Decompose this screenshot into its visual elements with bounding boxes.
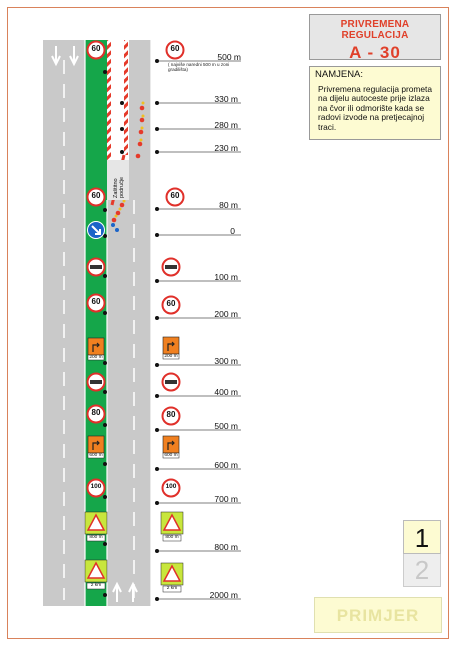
purpose-heading: NAMJENA: xyxy=(315,69,364,80)
distance-plate: 2 km xyxy=(166,586,178,591)
roadside-signs xyxy=(160,40,185,593)
title-box: PRIVREMENA REGULACIJA A - 30 xyxy=(309,14,441,62)
worksite-label: Gradilište xyxy=(111,108,118,136)
barrier-right xyxy=(124,40,128,155)
barrier-left xyxy=(107,40,111,200)
protective-zone-label: Zaštitno područje xyxy=(113,176,125,198)
distance-label: 230 m xyxy=(214,143,238,153)
distance-label: 0 xyxy=(230,226,235,236)
distance-label: 500 m xyxy=(217,52,241,62)
distance-label: 330 m xyxy=(214,94,238,104)
distance-plate: 800 m xyxy=(89,535,103,540)
sign-number: 60 xyxy=(91,44,101,53)
distance-dots xyxy=(155,59,159,601)
distance-label: 300 m xyxy=(214,356,238,366)
distance-label: 700 m xyxy=(214,494,238,504)
distance-label: 100 m xyxy=(214,272,238,282)
direction-arrows-top xyxy=(51,46,79,67)
example-label: PRIMJER xyxy=(314,597,442,633)
distance-plate: 800 m xyxy=(165,535,179,540)
distance-plate: 600 m xyxy=(164,453,178,458)
lane-markings xyxy=(63,60,135,600)
sign-number: 60 xyxy=(170,191,180,200)
sign-number: 100 xyxy=(90,483,102,490)
closed-lane xyxy=(85,40,107,606)
distance-plate: 200 m xyxy=(89,355,103,360)
sign-number: 60 xyxy=(91,191,101,200)
distance-label: 2000 m xyxy=(209,590,238,600)
traffic-cones xyxy=(111,105,145,223)
distance-plate: 200 m xyxy=(164,354,178,359)
sign-number: 80 xyxy=(166,410,176,419)
page-selector: 1 2 xyxy=(403,520,441,588)
purpose-box: NAMJENA: Privremena regulacija prometa n… xyxy=(309,66,441,140)
distance-lines xyxy=(158,60,241,600)
sign-number: 60 xyxy=(166,299,176,308)
lane-signs xyxy=(84,40,108,590)
page-frame xyxy=(7,7,449,639)
distance-plate: 600 m xyxy=(89,453,103,458)
sign-number: 60 xyxy=(170,44,180,53)
title-heading: PRIVREMENA REGULACIJA xyxy=(340,19,410,41)
zone-note: ( najviše naredni 500 m u zoni gradilišt… xyxy=(168,62,230,73)
page-2[interactable]: 2 xyxy=(403,554,441,587)
sign-number: 100 xyxy=(165,483,177,490)
sign-number: 80 xyxy=(91,408,101,417)
page-1[interactable]: 1 xyxy=(403,520,441,554)
distance-label: 80 m xyxy=(219,200,238,210)
distance-label: 800 m xyxy=(214,542,238,552)
title-code: A - 30 xyxy=(349,43,401,62)
distance-label: 200 m xyxy=(214,309,238,319)
distance-plate: 2 km xyxy=(90,583,102,588)
position-dots-road xyxy=(103,70,124,597)
distance-label: 280 m xyxy=(214,120,238,130)
sign-number: 60 xyxy=(91,297,101,306)
distance-label: 600 m xyxy=(214,460,238,470)
distance-label: 500 m xyxy=(214,421,238,431)
distance-label: 400 m xyxy=(214,387,238,397)
direction-arrows-bottom xyxy=(112,581,138,602)
purpose-text: Privremena regulacija prometa na dijelu … xyxy=(318,83,433,132)
